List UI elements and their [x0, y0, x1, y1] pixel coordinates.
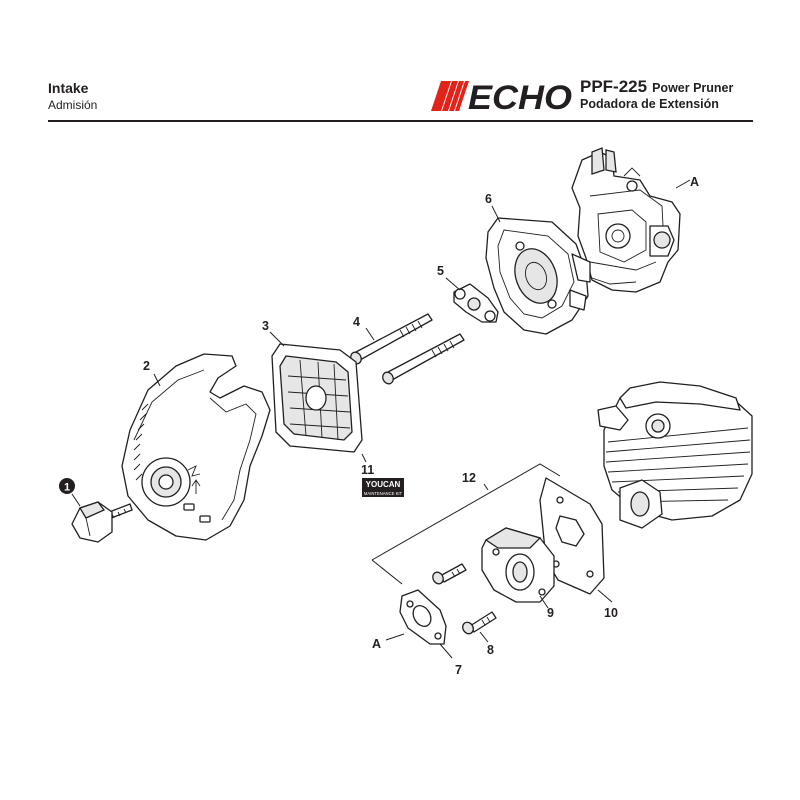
part-8-label: 8 — [487, 643, 494, 657]
part-9-label: 9 — [547, 606, 554, 620]
part-12-label: 12 — [462, 471, 476, 485]
part-4-illustration — [350, 313, 465, 385]
part-3-leader — [269, 331, 285, 347]
ref-a-bottom-leader — [385, 633, 405, 641]
part-10-label: 10 — [604, 606, 618, 620]
lock-arrow-icon — [187, 465, 201, 477]
logo-speed-stripes — [431, 81, 469, 111]
model-info: PPF-225 Power Pruner Podadora de Extensió… — [580, 77, 733, 111]
part-4-label: 4 — [353, 315, 360, 329]
echo-logo: ECHO — [428, 79, 578, 117]
part-6-illustration — [485, 217, 591, 335]
part-8-leader — [479, 631, 489, 643]
section-heading: Intake Admisión — [48, 80, 97, 113]
kit-screw-upper-illustration — [432, 563, 467, 585]
part-7-leader — [439, 643, 453, 659]
ref-a-bottom-label: A — [372, 637, 381, 651]
model-name-es: Podadora de Extensión — [580, 97, 719, 111]
part-2-leader — [153, 373, 161, 387]
maintenance-kit-badge: YOUCAN MAINTENANCE KIT — [362, 478, 404, 497]
model-code: PPF-225 — [580, 77, 648, 96]
part-9-illustration — [481, 527, 555, 603]
part-11-label: 11 — [361, 463, 374, 477]
part-3-illustration — [271, 343, 363, 453]
ref-a-top-label: A — [690, 175, 699, 189]
brand-wordmark: ECHO — [468, 80, 572, 112]
part-7-illustration — [399, 589, 447, 645]
part-6-leader — [491, 205, 501, 223]
part-5-illustration — [453, 283, 499, 323]
ref-a-top-leader — [675, 179, 691, 189]
part-4-leader — [365, 327, 375, 341]
cylinder-illustration — [597, 381, 753, 529]
part-12-leader — [483, 483, 489, 491]
part-3-label: 3 — [262, 319, 269, 333]
carburetor-illustration — [571, 147, 681, 293]
part-5-leader — [445, 277, 461, 291]
part-1-label: 1 — [64, 482, 70, 494]
section-subtitle: Admisión — [48, 98, 98, 112]
up-arrow-icon — [191, 479, 201, 494]
part-2-label: 2 — [143, 359, 150, 373]
section-title: Intake — [48, 80, 89, 96]
part-1-leader — [71, 493, 81, 507]
model-name-en: Power Pruner — [652, 81, 734, 95]
part-10-leader — [597, 589, 613, 603]
echo-logo-graphic: ECHO — [431, 79, 572, 117]
part-6-label: 6 — [485, 192, 492, 206]
part-8-illustration — [462, 611, 497, 635]
header-divider — [48, 120, 753, 122]
cover-vent-slots — [133, 403, 149, 481]
part-5-label: 5 — [437, 264, 444, 278]
part-11-leader — [361, 453, 367, 463]
kit-badge-line3: MAINTENANCE KIT — [364, 491, 403, 496]
kit-badge-line1: YOUCAN — [366, 480, 401, 489]
kit-bracket-top — [371, 463, 561, 561]
kit-bracket-bottom — [371, 559, 403, 585]
part-9-leader — [539, 595, 549, 609]
part-1-badge — [59, 478, 75, 494]
part-1-illustration — [71, 501, 133, 543]
part-7-label: 7 — [455, 663, 462, 677]
part-2-illustration — [121, 353, 271, 541]
